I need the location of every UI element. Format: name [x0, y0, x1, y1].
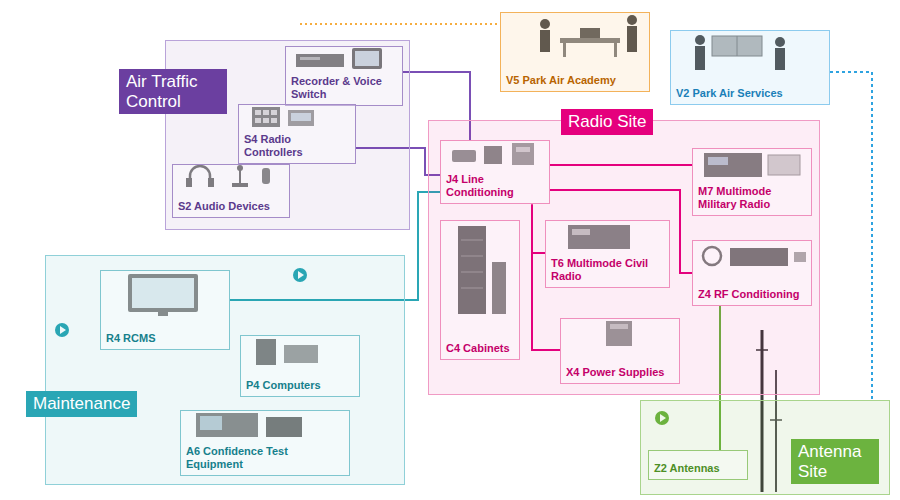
- equipment-box: A6 Confidence Test Equipment: [180, 410, 350, 476]
- group-panel: Antenna Site Z2 Antennas: [640, 400, 890, 495]
- group-panel: Air Traffic ControlRecorder & Voice Swit…: [165, 40, 410, 230]
- equipment-box: M7 Multimode Military Radio: [692, 148, 812, 216]
- equipment-box: S4 Radio Controllers: [238, 104, 356, 164]
- group-heading: Antenna Site: [798, 442, 872, 481]
- equipment-box: Z4 RF Conditioning: [692, 240, 812, 306]
- box-label: V5 Park Air Academy: [506, 74, 644, 87]
- group-heading-box: Air Traffic Control: [119, 69, 227, 114]
- group-heading: Air Traffic Control: [126, 72, 220, 111]
- equipment-box: R4 RCMS: [100, 270, 230, 350]
- box-label: J4 Line Conditioning: [446, 173, 544, 199]
- dotted-wire: [300, 23, 500, 25]
- box-label: R4 RCMS: [106, 332, 224, 345]
- equipment-box: P4 Computers: [240, 335, 360, 397]
- box-label: V2 Park Air Services: [676, 87, 824, 100]
- equipment-box: C4 Cabinets: [440, 220, 520, 360]
- box-label: C4 Cabinets: [446, 342, 514, 355]
- group-heading-box: Radio Site: [561, 109, 653, 135]
- group-heading-box: Antenna Site: [791, 439, 879, 484]
- dotted-wire: [300, 24, 500, 25]
- equipment-box: V5 Park Air Academy: [500, 12, 650, 92]
- box-label: S2 Audio Devices: [178, 200, 284, 213]
- box-label: M7 Multimode Military Radio: [698, 185, 806, 211]
- equipment-box: S2 Audio Devices: [172, 164, 290, 218]
- connector-line: [830, 72, 872, 400]
- box-label: Z2 Antennas: [654, 462, 742, 475]
- box-label: S4 Radio Controllers: [244, 133, 350, 159]
- group-heading: Radio Site: [568, 112, 646, 132]
- box-label: X4 Power Supplies: [566, 366, 674, 379]
- box-label: Z4 RF Conditioning: [698, 288, 806, 301]
- box-label: T6 Multimode Civil Radio: [551, 257, 664, 283]
- box-label: Recorder & Voice Switch: [291, 75, 397, 101]
- equipment-box: V2 Park Air Services: [670, 30, 830, 105]
- group-heading-box: Maintenance: [26, 391, 137, 417]
- equipment-box: T6 Multimode Civil Radio: [545, 220, 670, 288]
- box-label: A6 Confidence Test Equipment: [186, 445, 344, 471]
- group-panel: Radio SiteJ4 Line ConditioningM7 Multimo…: [428, 120, 820, 395]
- equipment-box: Z2 Antennas: [648, 450, 748, 480]
- group-heading: Maintenance: [33, 394, 130, 414]
- equipment-box: X4 Power Supplies: [560, 318, 680, 384]
- box-label: P4 Computers: [246, 379, 354, 392]
- equipment-box: Recorder & Voice Switch: [285, 46, 403, 106]
- equipment-box: J4 Line Conditioning: [440, 140, 550, 204]
- group-panel: MaintenanceR4 RCMSP4 ComputersA6 Confide…: [45, 255, 405, 485]
